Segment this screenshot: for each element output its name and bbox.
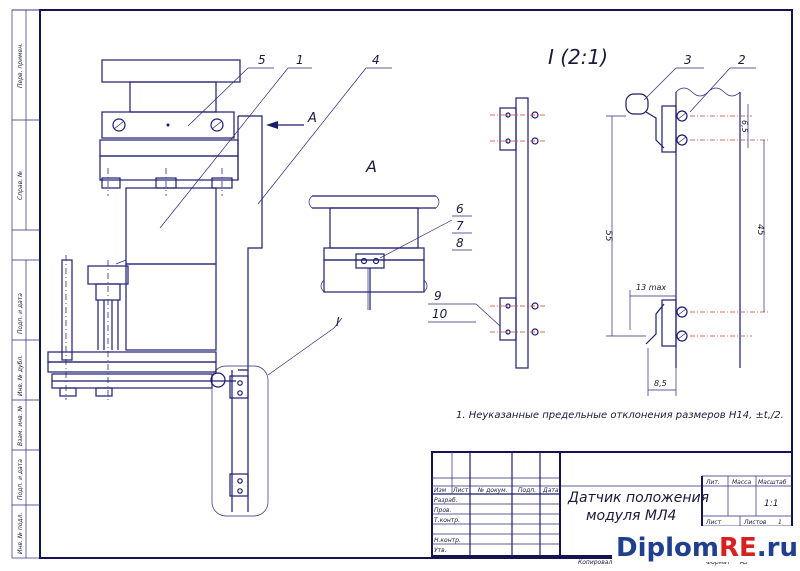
scale-label: Масштаб xyxy=(758,479,787,486)
sheets-value: 1 xyxy=(778,519,782,526)
dim-8-5: 8,5 xyxy=(654,379,667,388)
watermark-logo: DiplomRE.ru xyxy=(612,526,798,563)
tolerance-note: 1. Неуказанные предельные отклонения раз… xyxy=(456,410,784,421)
hdr-date: Дата xyxy=(542,487,559,494)
hdr-sign: Подп. xyxy=(518,487,536,494)
sheet-frame xyxy=(11,9,793,559)
sheet-label: Лист xyxy=(705,519,722,526)
mass-label: Масса xyxy=(732,479,751,486)
main-assembly-view: I 5 1 4 А xyxy=(47,53,392,517)
dim-6-5: 6,5 xyxy=(740,120,749,133)
view-a-label: А xyxy=(365,157,377,176)
sheets-label: Листов xyxy=(743,519,767,526)
hdr-izm: Изм xyxy=(434,487,447,494)
callout-10: 10 xyxy=(432,307,448,321)
callout-7: 7 xyxy=(456,219,464,233)
scale-value: 1:1 xyxy=(764,499,778,509)
strip-label-1: Перв. примен. xyxy=(17,43,24,88)
callout-4: 4 xyxy=(372,53,380,67)
lit-label: Лит. xyxy=(705,479,720,486)
role-nkontr: Н.контр. xyxy=(434,537,461,544)
role-utv: Утв. xyxy=(434,547,447,554)
detail-marker-label: I xyxy=(336,315,340,329)
view-a: А 6 7 8 xyxy=(308,157,472,310)
title-line-2: модуля МЛ4 xyxy=(586,508,676,524)
callout-8: 8 xyxy=(456,236,464,250)
left-strip: Перв. примен. Справ. № Подп. и дата Инв.… xyxy=(12,9,40,558)
detail-view-title: I (2:1) xyxy=(548,45,608,69)
strip-label-5: Взам. инв. № xyxy=(17,405,24,446)
hdr-list: Лист xyxy=(452,487,469,494)
callout-5: 5 xyxy=(258,53,266,67)
strip-label-3: Подп. и дата xyxy=(17,293,24,334)
hdr-doc: № докум. xyxy=(477,487,508,494)
role-razrab: Разраб. xyxy=(434,497,458,504)
strip-label-2: Справ. № xyxy=(17,171,24,200)
logo-part-re: RE xyxy=(719,533,757,563)
callout-9: 9 xyxy=(434,289,442,303)
logo-text: DiplomRE.ru xyxy=(616,533,798,563)
side-plate-view: 9 10 xyxy=(428,97,545,369)
strip-label-4: Инв. № дубл. xyxy=(17,355,24,396)
copied-label: Копировал xyxy=(578,559,612,566)
format-label: Формат xyxy=(706,559,731,566)
detail-view: I (2:1) 55 45 6,5 13 max xyxy=(548,45,770,396)
logo-part-diplom: Diplom xyxy=(616,533,719,563)
logo-part-ru: .ru xyxy=(757,533,798,563)
callout-1: 1 xyxy=(296,53,304,67)
callout-2: 2 xyxy=(738,53,746,67)
role-tkontr: Т.контр. xyxy=(434,517,460,524)
callout-6: 6 xyxy=(456,202,464,216)
dim-13-max: 13 max xyxy=(636,283,666,292)
dim-45: 45 xyxy=(755,224,765,236)
role-prov: Пров. xyxy=(434,507,452,514)
dim-55: 55 xyxy=(603,230,613,242)
callout-3: 3 xyxy=(684,53,692,67)
title-block: Изм Лист № докум. Подп. Дата Разраб. Про… xyxy=(431,451,793,566)
section-arrow-label: А xyxy=(307,111,317,126)
format-value: А3 xyxy=(739,559,748,566)
strip-label-6: Подп. и дата xyxy=(17,459,24,500)
strip-label-7: Инв. № подл. xyxy=(17,513,24,554)
title-line-1: Датчик положения xyxy=(567,490,709,506)
